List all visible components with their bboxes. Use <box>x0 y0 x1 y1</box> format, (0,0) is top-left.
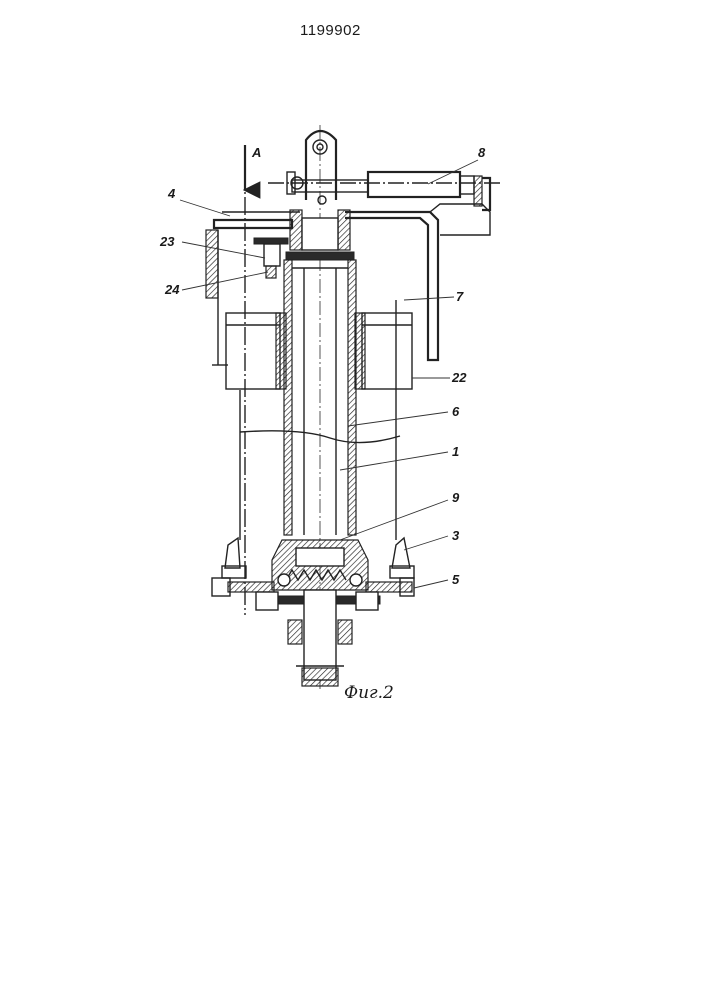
label-3: 3 <box>452 528 460 543</box>
top-lug <box>306 131 336 204</box>
label-8: 8 <box>478 145 486 160</box>
label-24: 24 <box>164 282 180 297</box>
label-22: 22 <box>451 370 467 385</box>
label-7: 7 <box>456 289 464 304</box>
adjusting-screw <box>254 238 288 278</box>
label-1: 1 <box>452 444 459 459</box>
label-5: 5 <box>452 572 460 587</box>
label-6: 6 <box>452 404 460 419</box>
label-9: 9 <box>452 490 460 505</box>
figure-caption: Фиг.2 <box>344 683 394 703</box>
label-23: 23 <box>159 234 175 249</box>
label-4: 4 <box>167 186 176 201</box>
block-22 <box>226 313 412 389</box>
bottom-assembly <box>212 538 414 686</box>
label-a: A <box>251 145 261 160</box>
upper-bearing <box>286 210 354 260</box>
